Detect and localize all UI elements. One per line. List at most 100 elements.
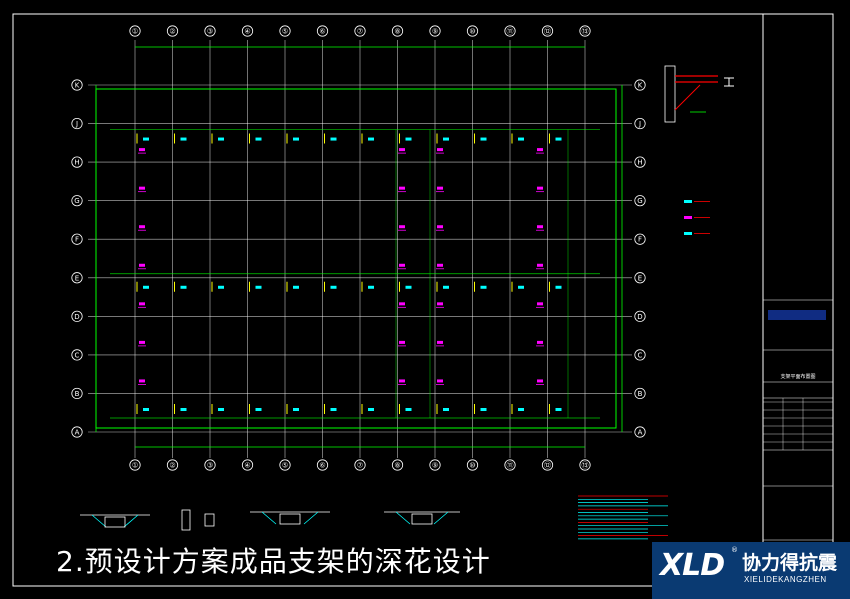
support-tag-magenta: [139, 225, 145, 229]
col-bubble-top-circle: [129, 25, 141, 37]
row-bubble-left-label: J: [75, 120, 78, 128]
support-tag-cyan: [180, 408, 187, 411]
detail-sections: [80, 65, 734, 540]
row-bubble-left-label: B: [75, 390, 80, 398]
support-tag-cyan: [180, 285, 187, 289]
support-tag-cyan: [330, 137, 337, 141]
support-tag-magenta: [139, 148, 145, 152]
col-bubble-bottom-circle: [541, 459, 554, 471]
row-bubble-left-circle: [71, 156, 83, 168]
drawing-frame: [12, 13, 834, 587]
support-tag-cyan: [180, 137, 187, 141]
support-tag-cyan: [368, 285, 374, 289]
row-bubble-right-circle: [634, 426, 646, 438]
detail-brace-red: [674, 84, 701, 111]
row-bubble-left-circle: [71, 233, 83, 245]
col-bubble-bottom-circle: [129, 459, 141, 471]
support-tag-magenta: [399, 186, 405, 190]
col-bubble-top-circle: [579, 25, 591, 37]
support-tag-cyan: [255, 408, 262, 411]
col-bubble-bottom-circle: [279, 459, 291, 471]
col-bubble-top-label: ⑪: [507, 28, 514, 36]
support-tag-magenta: [537, 263, 543, 267]
col-bubble-bottom-label: ⑬: [582, 462, 589, 470]
col-bubble-bottom-circle: [316, 459, 329, 471]
col-bubble-bottom-circle: [241, 459, 254, 471]
col-bubble-bottom-circle: [354, 459, 366, 471]
col-bubble-top-label: ⑧: [394, 28, 400, 36]
support-tag-cyan: [555, 408, 562, 411]
row-bubble-right-label: E: [638, 274, 642, 282]
row-bubble-left-label: C: [75, 351, 80, 359]
support-tag-magenta: [537, 340, 543, 344]
support-tag-magenta: [537, 379, 543, 383]
row-bubble-right-label: B: [638, 390, 643, 398]
col-bubble-top-label: ①: [132, 28, 138, 36]
support-tag-magenta: [139, 302, 145, 306]
support-tag-cyan: [143, 285, 149, 289]
row-bubble-right-label: D: [637, 313, 642, 321]
support-tag-cyan: [405, 285, 412, 289]
support-tag-magenta: [399, 263, 405, 267]
support-tag-cyan: [480, 137, 487, 141]
detail-column: [664, 65, 676, 123]
support-tag-cyan: [518, 285, 524, 289]
row-bubble-left-circle: [71, 272, 83, 284]
section-brace: [91, 514, 107, 528]
support-tag-magenta: [437, 302, 443, 306]
col-bubble-bottom-label: ③: [207, 462, 213, 470]
support-tag-magenta: [537, 302, 543, 306]
row-bubble-right-label: G: [637, 197, 642, 205]
col-bubble-top-label: ②: [169, 28, 175, 36]
row-bubble-right-circle: [634, 387, 646, 400]
support-tag-cyan: [480, 285, 487, 289]
col-bubble-bottom-label: ⑫: [544, 462, 551, 470]
support-tag-magenta: [139, 263, 145, 267]
col-bubble-top-circle: [279, 25, 291, 37]
row-bubble-right-circle: [634, 195, 646, 207]
support-tag-magenta: [139, 379, 145, 383]
support-tag-cyan: [555, 137, 562, 141]
section-pipe: [279, 513, 301, 525]
support-tag-magenta: [139, 186, 145, 190]
support-tag-cyan: [143, 408, 149, 411]
support-tag-cyan: [405, 408, 412, 411]
col-bubble-bottom-label: ②: [169, 462, 175, 470]
section-pipe: [411, 513, 433, 525]
legend-tag: [684, 216, 692, 219]
support-tag-magenta: [399, 148, 405, 152]
section-brace: [433, 511, 449, 525]
col-bubble-bottom-label: ⑩: [469, 462, 475, 470]
xld-logo: XLD ® 协力得抗震 XIELIDEKANGZHEN: [652, 542, 850, 599]
section-brace: [303, 511, 319, 525]
col-bubble-bottom-label: ⑧: [394, 462, 400, 470]
col-bubble-top-label: ⑤: [282, 28, 288, 36]
col-bubble-top-label: ⑩: [469, 28, 475, 36]
col-bubble-top-label: ⑬: [582, 28, 589, 36]
support-tag-cyan: [255, 285, 262, 289]
col-bubble-top-circle: [241, 25, 254, 37]
drawing-title: 支架平面布置图: [780, 373, 815, 380]
col-bubble-top-circle: [541, 25, 554, 37]
logo-chinese-name: 协力得抗震: [742, 552, 838, 574]
row-bubble-right-label: H: [637, 159, 642, 167]
row-bubble-right-circle: [634, 272, 646, 284]
row-bubble-right-circle: [634, 310, 646, 322]
col-bubble-top-circle: [504, 25, 516, 37]
col-bubble-top-label: ⑥: [319, 28, 325, 36]
row-bubble-right-circle: [634, 349, 646, 361]
col-bubble-bottom-circle: [579, 459, 591, 471]
row-bubble-right-circle: [634, 117, 646, 130]
row-bubble-right-circle: [634, 156, 646, 168]
support-tag-magenta: [399, 302, 405, 306]
support-tag-cyan: [443, 137, 449, 141]
col-bubble-top-circle: [466, 25, 479, 37]
outer-frame: [12, 13, 834, 587]
support-tag-cyan: [443, 285, 449, 289]
section-brace: [261, 511, 277, 525]
support-tag-cyan: [368, 137, 374, 141]
support-tag-magenta: [399, 225, 405, 229]
row-bubble-left-label: F: [75, 236, 79, 244]
support-tag-cyan: [218, 137, 224, 141]
